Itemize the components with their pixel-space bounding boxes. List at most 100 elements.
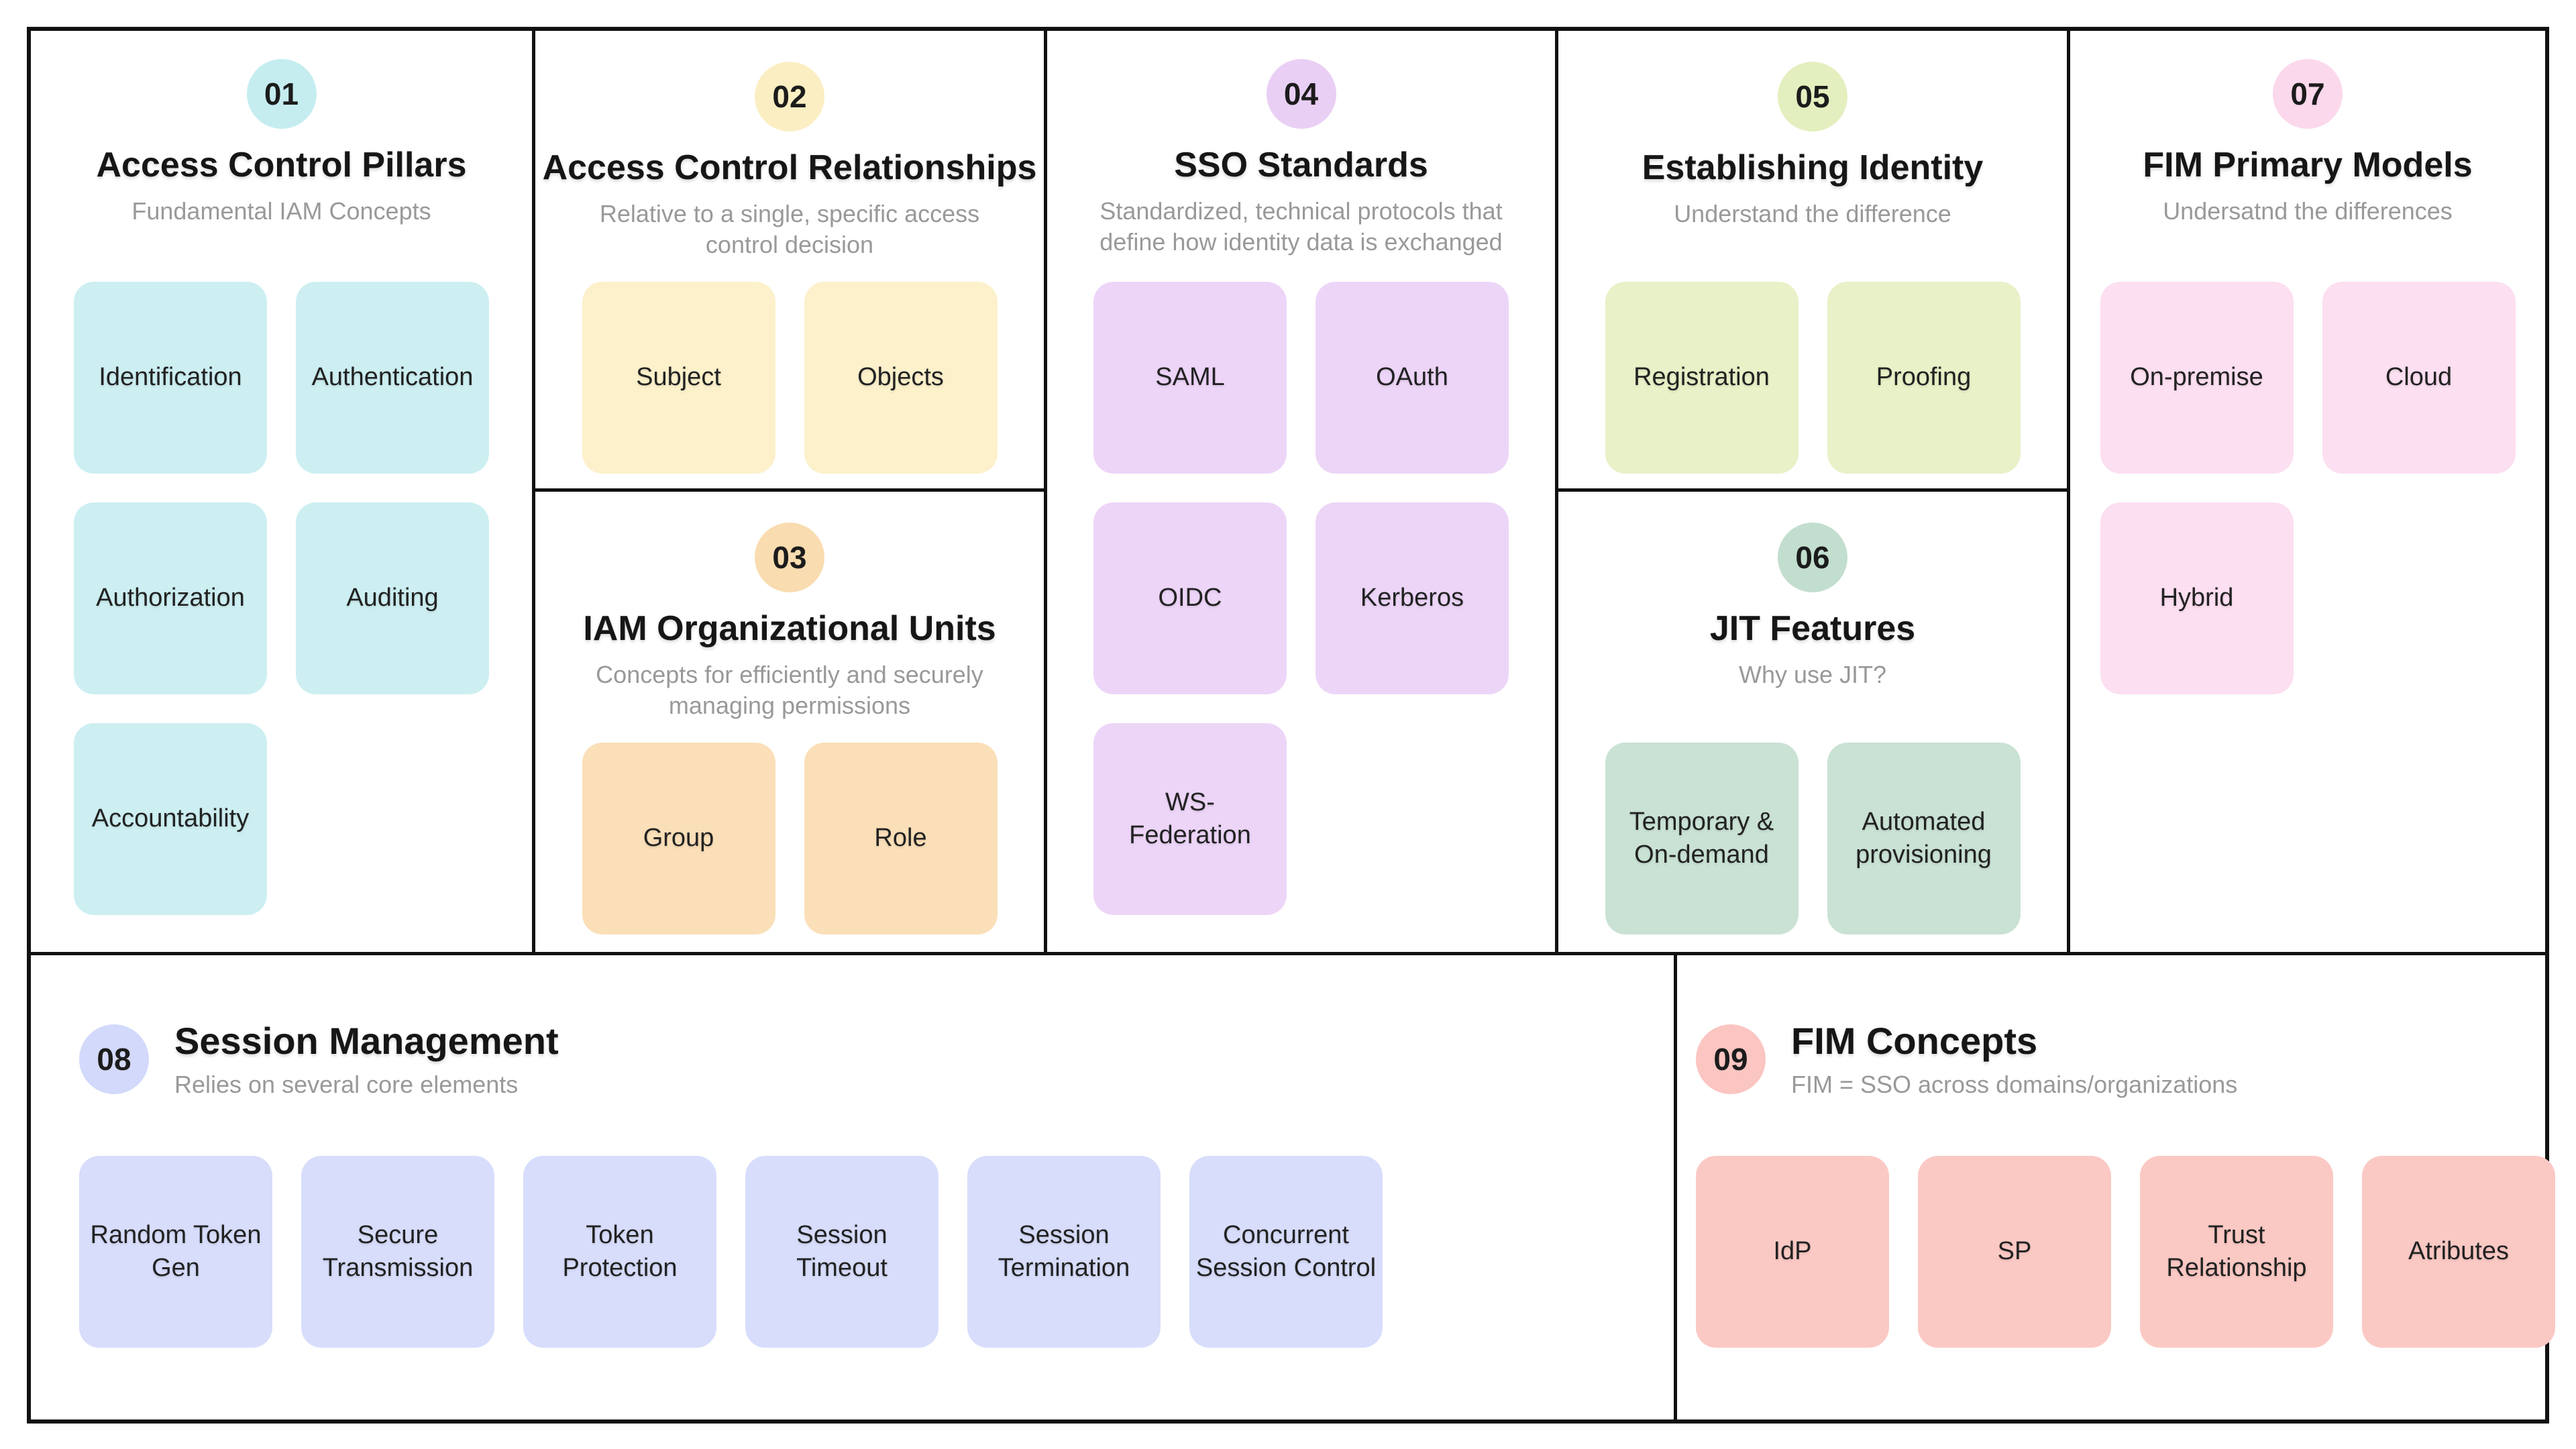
section-title: Session Management [174,1020,559,1062]
section-subtitle: Understand the difference [1674,200,1951,227]
number-badge: 03 [755,523,824,592]
card-on-premise: On-premise [2100,282,2294,474]
section-header: 05 Establishing Identity Understand the … [1558,31,2067,282]
card-oauth: OAuth [1316,282,1509,474]
number-badge: 08 [79,1024,149,1094]
section-title: IAM Organizational Units [583,609,996,648]
section-subtitle: Fundamental IAM Concepts [131,197,431,225]
card-registration: Registration [1605,282,1799,474]
section-header: 04 SSO Standards Standardized, technical… [1047,31,1555,282]
section-title: Access Control Relationships [542,148,1037,187]
section-header: 06 JIT Features Why use JIT? [1558,492,2067,743]
card-oidc: OIDC [1093,502,1287,694]
section-title: Establishing Identity [1642,148,1984,187]
number-badge: 05 [1778,62,1847,131]
bottom-row: 08 Session Management Relies on several … [31,952,2555,1419]
card-grid: Subject Objects [535,282,1044,474]
card-grid: On-premise Cloud Hybrid [2070,282,2545,694]
card-grid: Registration Proofing [1558,282,2067,474]
section-title: SSO Standards [1174,146,1428,184]
number-badge: 06 [1778,523,1847,592]
card-trust-relationship: Trust Relationship [2140,1156,2333,1348]
section-title: JIT Features [1709,609,1916,648]
section-title: Access Control Pillars [96,146,467,184]
card-sp: SP [1918,1156,2111,1348]
card-grid: Group Role [535,743,1044,934]
section-fim-primary-models: 07 FIM Primary Models Undersatnd the dif… [2070,31,2545,952]
card-cloud: Cloud [2322,282,2516,474]
section-number: 02 [772,79,807,114]
card-authentication: Authentication [296,282,489,474]
card-role: Role [804,743,998,934]
section-subtitle: Relative to a single, specific access co… [599,200,980,259]
section-title: FIM Concepts [1791,1020,2038,1062]
section-number: 09 [1713,1041,1748,1077]
card-grid: Temporary & On-demand Automated provisio… [1558,743,2067,934]
section-number: 08 [97,1041,131,1077]
card-auditing: Auditing [296,502,489,694]
section-session-management: 08 Session Management Relies on several … [31,955,1677,1419]
section-number: 01 [264,76,299,111]
card-grid: Random Token Gen Secure Transmission Tok… [79,1156,1674,1348]
card-secure-transmission: Secure Transmission [301,1156,494,1348]
section-subtitle: Standardized, technical protocols that d… [1099,197,1503,256]
section-header: 09 FIM Concepts FIM = SSO across domains… [1696,1019,2555,1099]
section-number: 04 [1283,76,1319,111]
card-atributes: Atributes [2362,1156,2555,1348]
card-grid: Identification Authentication Authorizat… [31,282,532,915]
section-header: 07 FIM Primary Models Undersatnd the dif… [2070,31,2545,282]
card-accountability: Accountability [74,723,267,915]
top-row: 01 Access Control Pillars Fundamental IA… [31,31,2545,952]
number-badge: 07 [2273,59,2343,129]
section-header: 08 Session Management Relies on several … [79,1019,1674,1099]
section-access-control-pillars: 01 Access Control Pillars Fundamental IA… [31,31,535,952]
section-subtitle: Undersatnd the differences [2163,197,2453,225]
card-session-termination: Session Termination [967,1156,1161,1348]
section-number: 07 [2290,76,2325,111]
card-saml: SAML [1093,282,1287,474]
card-authorization: Authorization [74,502,267,694]
card-hybrid: Hybrid [2100,502,2294,694]
header-text: Session Management Relies on several cor… [174,1019,559,1099]
card-temporary-on-demand: Temporary & On-demand [1605,743,1799,934]
section-jit-features: 06 JIT Features Why use JIT? Temporary &… [1558,488,2067,949]
card-idp: IdP [1696,1156,1889,1348]
section-fim-concepts: 09 FIM Concepts FIM = SSO across domains… [1677,955,2555,1419]
header-text: FIM Concepts FIM = SSO across domains/or… [1791,1019,2237,1099]
column-4: 05 Establishing Identity Understand the … [1558,31,2070,952]
section-subtitle: Relies on several core elements [174,1071,519,1098]
card-session-timeout: Session Timeout [745,1156,938,1348]
section-subtitle: Concepts for efficiently and securely ma… [596,661,983,720]
section-number: 03 [772,540,807,575]
section-sso-standards: 04 SSO Standards Standardized, technical… [1047,31,1558,952]
section-establishing-identity: 05 Establishing Identity Understand the … [1558,31,2067,488]
card-token-protection: Token Protection [523,1156,716,1348]
card-grid: SAML OAuth OIDC Kerberos WS- Federation [1047,282,1555,915]
section-number: 05 [1795,79,1830,114]
number-badge: 09 [1696,1024,1766,1094]
card-concurrent-session-control: Concurrent Session Control [1189,1156,1383,1348]
card-subject: Subject [582,282,775,474]
number-badge: 04 [1266,59,1336,129]
section-header: 01 Access Control Pillars Fundamental IA… [31,31,532,282]
number-badge: 01 [246,59,317,129]
card-kerberos: Kerberos [1316,502,1509,694]
column-2: 02 Access Control Relationships Relative… [535,31,1047,952]
number-badge: 02 [755,62,824,131]
card-grid: IdP SP Trust Relationship Atributes [1696,1156,2555,1348]
card-proofing: Proofing [1827,282,2021,474]
section-access-control-relationships: 02 Access Control Relationships Relative… [535,31,1044,488]
section-number: 06 [1795,540,1830,575]
card-objects: Objects [804,282,998,474]
section-header: 03 IAM Organizational Units Concepts for… [535,492,1044,743]
section-subtitle: Why use JIT? [1738,661,1887,688]
card-identification: Identification [74,282,267,474]
section-iam-organizational-units: 03 IAM Organizational Units Concepts for… [535,488,1044,949]
section-title: FIM Primary Models [2143,146,2473,184]
section-header: 02 Access Control Relationships Relative… [535,31,1044,282]
card-group: Group [582,743,775,934]
card-random-token-gen: Random Token Gen [79,1156,272,1348]
infographic-board: 01 Access Control Pillars Fundamental IA… [27,27,2555,1424]
card-ws-federation: WS- Federation [1093,723,1287,915]
card-automated-provisioning: Automated provisioning [1827,743,2021,934]
